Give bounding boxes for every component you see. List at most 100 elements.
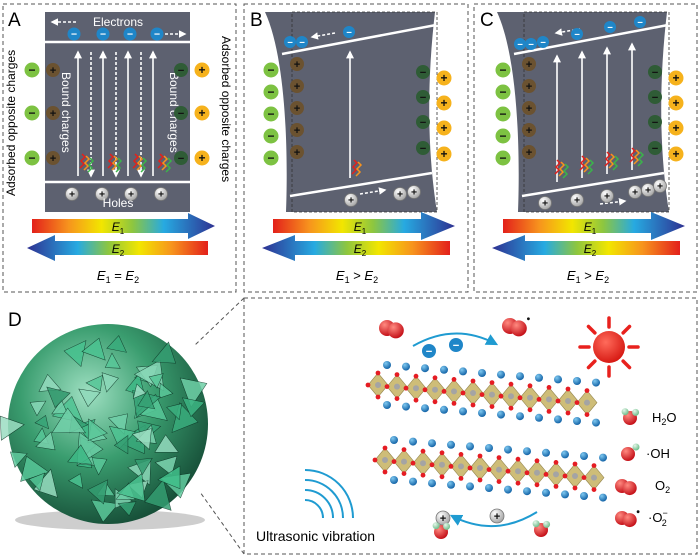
light-wave-a (132, 153, 140, 169)
oxygen-atom (534, 458, 540, 464)
oxygen-atom (508, 381, 514, 387)
hole-c-5-disc (653, 179, 667, 193)
bound-minus-b-1-sign: − (420, 92, 427, 104)
electron-c-1-disc (525, 38, 537, 50)
cation-atom (542, 448, 550, 457)
o2-radical-top-dot (527, 317, 530, 321)
petal (46, 386, 71, 409)
bound-plus-c-4: + (522, 145, 536, 159)
water-molecule-bottom-h1 (432, 522, 440, 530)
hole-a-2: + (124, 187, 138, 201)
electron-a-1-sign: − (100, 30, 106, 41)
hole-a-1-sign: + (99, 190, 105, 201)
hole-a-2-disc (124, 187, 138, 201)
ultrasonic-arc-2 (304, 489, 334, 519)
field-bars: E1 E2 E1 E2 E1 E2 E1 = E2 E1 > E2 E1 > E… (27, 212, 685, 285)
metal-atom (553, 471, 559, 478)
adsorbed-minus-b-3: − (263, 128, 279, 144)
electron-c-3: − (571, 28, 583, 40)
sun-ray (621, 324, 632, 335)
adsorbed-minus-b-0-sign: − (267, 63, 274, 77)
cation-atom (592, 378, 600, 387)
field-bar-a-e1-label: E1 (112, 220, 125, 236)
cation-atom (497, 370, 505, 379)
electron-c-2: − (537, 36, 549, 48)
bound-plus-b-4-sign: + (294, 147, 301, 159)
metal-atom (382, 457, 388, 463)
field-arrows-a (74, 50, 157, 178)
oxygen-atom (375, 394, 381, 400)
adsorbed-plus-a-1-disc (194, 105, 210, 121)
bound-plus-a-0: + (46, 63, 60, 77)
adsorbed-minus-c-1: − (495, 84, 511, 100)
petal (67, 473, 83, 489)
bound-plus-a-2-disc (46, 151, 60, 165)
petal (85, 374, 103, 392)
electron-c-5-disc (634, 16, 646, 28)
adsorbed-minus-c-1-disc (495, 84, 511, 100)
hole-c-4-sign: + (645, 186, 651, 197)
adsorbed-plus-b-0-sign: + (440, 71, 447, 85)
oxygen-atom (467, 465, 473, 471)
metal-atom (489, 391, 495, 398)
oxygen-atom (536, 397, 542, 402)
metal-atom (565, 398, 571, 404)
electron-b-2-sign: − (346, 27, 352, 38)
petal (90, 499, 119, 523)
field-bar-a-e2 (27, 235, 208, 261)
oxygen-atom (470, 378, 476, 384)
bound-plus-b-4-disc (290, 145, 304, 159)
adsorbed-plus-b-1-disc (436, 95, 452, 111)
bound-plus-b-1-disc (290, 79, 304, 93)
petal (154, 455, 178, 476)
petal (63, 340, 87, 368)
sun-ray (586, 324, 597, 335)
cation-atom (535, 413, 543, 422)
bound-plus-c-3-sign: + (526, 125, 533, 137)
oxygen-atom (429, 462, 435, 468)
oxygen-atom (555, 398, 561, 404)
electron-d-0-disc (422, 344, 436, 358)
adsorbed-minus-a-0: − (24, 62, 40, 78)
metal-atom (458, 463, 464, 470)
oxygen-atom (382, 445, 388, 451)
hole-d-0: + (435, 510, 451, 526)
o2-radical-top (502, 317, 530, 337)
frame-d (243, 297, 698, 555)
adsorbed-minus-a-1-sign: − (28, 106, 35, 120)
oxygen-atom (498, 393, 504, 399)
adsorbed-plus-b-2: + (436, 120, 452, 136)
bound-plus-b-1: + (290, 79, 304, 93)
oxygen-atom (375, 370, 381, 376)
bound-minus-b-0-disc (416, 65, 430, 79)
electron-c-0-disc (514, 38, 526, 50)
hole-b-2-disc (407, 185, 421, 199)
adsorbed-minus-b-2-sign: − (267, 107, 274, 121)
adsorbed-minus-a-2: − (24, 150, 40, 166)
lattice-layer (365, 361, 600, 427)
cation-atom (402, 402, 410, 411)
hole-b-1-disc (393, 187, 407, 201)
metal-atom (496, 466, 502, 473)
light-wave-c (604, 151, 612, 167)
light-wave-c (579, 155, 587, 171)
hole-c-2-disc (600, 189, 614, 203)
adsorbed-minus-c-0-sign: − (499, 63, 506, 77)
bound-plus-a-2: + (46, 151, 60, 165)
adsorbed-minus-a-0-disc (24, 62, 40, 78)
hole-flow-b (359, 187, 387, 195)
cation-atom (428, 479, 436, 488)
electron-a-1: − (96, 27, 110, 41)
hole-b-2-sign: + (411, 188, 417, 199)
light-waves-c (554, 147, 645, 179)
oxygen-atom (527, 407, 533, 413)
electron-flow-b (310, 32, 336, 40)
petal (51, 399, 68, 415)
ultrasonic-arc-1 (304, 499, 324, 519)
adsorbed-minus-c-4-sign: − (499, 151, 506, 165)
oxygen-atom (515, 480, 521, 486)
bound-plus-a-0-disc (46, 63, 60, 77)
legend-h2o: H2O (652, 410, 677, 427)
bound-plus-b-0: + (290, 57, 304, 71)
light-wave-c (629, 147, 637, 163)
